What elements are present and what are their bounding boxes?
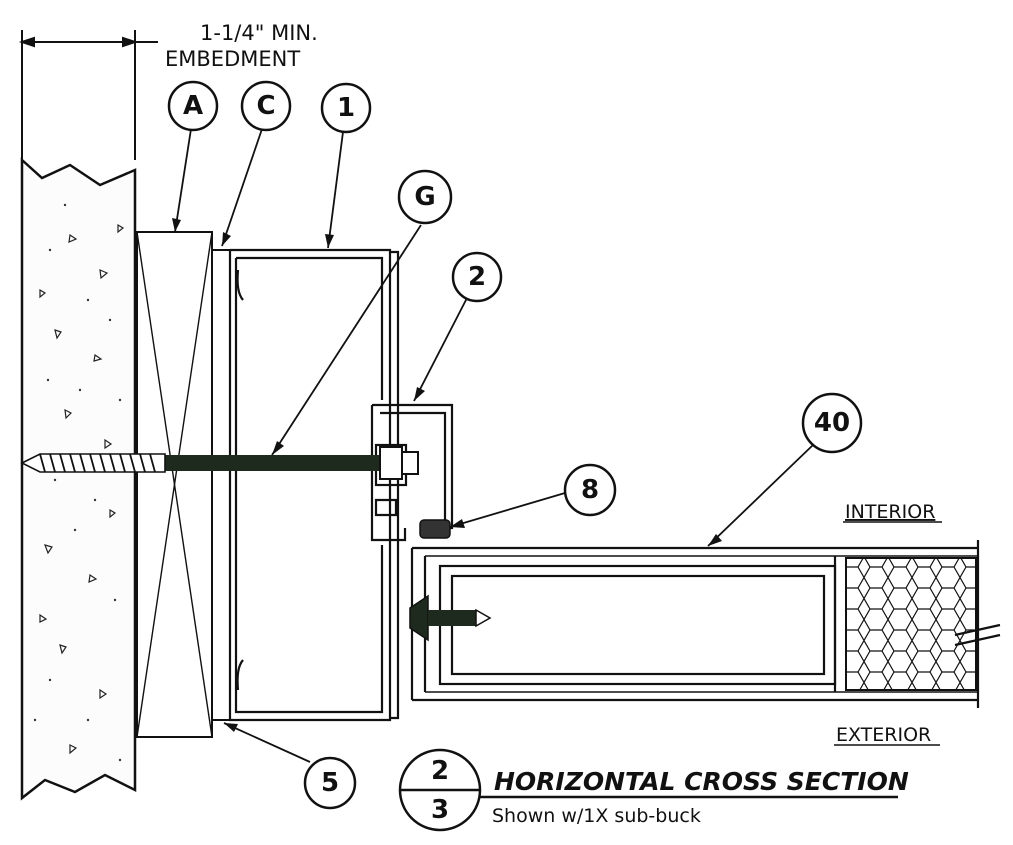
- wood-sub-buck: [136, 231, 213, 738]
- detail-number: 2: [431, 756, 449, 786]
- callout-C: C: [240, 80, 292, 132]
- callout-40-label: 40: [814, 408, 850, 438]
- callout-5-label: 5: [321, 768, 339, 798]
- callout-2: 2: [451, 251, 503, 303]
- callout-G-label: G: [414, 182, 435, 212]
- leader-lines: [174, 128, 814, 763]
- callout-5: 5: [303, 756, 357, 810]
- callout-8: 8: [563, 463, 617, 517]
- embedment-dimension: [18, 30, 158, 450]
- break-symbol: [954, 623, 1001, 647]
- interior-label: INTERIOR: [845, 501, 935, 523]
- callout-C-label: C: [256, 91, 275, 121]
- exterior-label: EXTERIOR: [836, 724, 931, 746]
- leader-arrows: [172, 218, 722, 732]
- callout-1: 1: [320, 82, 372, 134]
- callout-G: G: [397, 169, 453, 225]
- detail-tag: 2 3 HORIZONTAL CROSS SECTION Shown w/1X …: [398, 748, 909, 832]
- callout-2-label: 2: [468, 262, 486, 292]
- detail-subtitle: Shown w/1X sub-buck: [492, 805, 701, 827]
- detail-title: HORIZONTAL CROSS SECTION: [494, 767, 909, 796]
- shim-strip: [211, 249, 231, 721]
- callout-40: 40: [801, 392, 863, 454]
- honeycomb-core: [845, 557, 977, 691]
- detail-sheet: 3: [431, 795, 449, 825]
- anchor-bolt: [20, 446, 419, 480]
- callout-A-label: A: [183, 91, 203, 121]
- weatherstrip: [419, 519, 451, 539]
- callout-1-label: 1: [337, 93, 355, 123]
- callout-A: A: [167, 80, 219, 132]
- dimension-line2: EMBEDMENT: [165, 47, 300, 71]
- dimension-line1: 1-1/4" MIN.: [200, 21, 318, 45]
- concrete-wall: [20, 157, 137, 801]
- panel-screw: [409, 594, 492, 642]
- callout-8-label: 8: [581, 475, 599, 505]
